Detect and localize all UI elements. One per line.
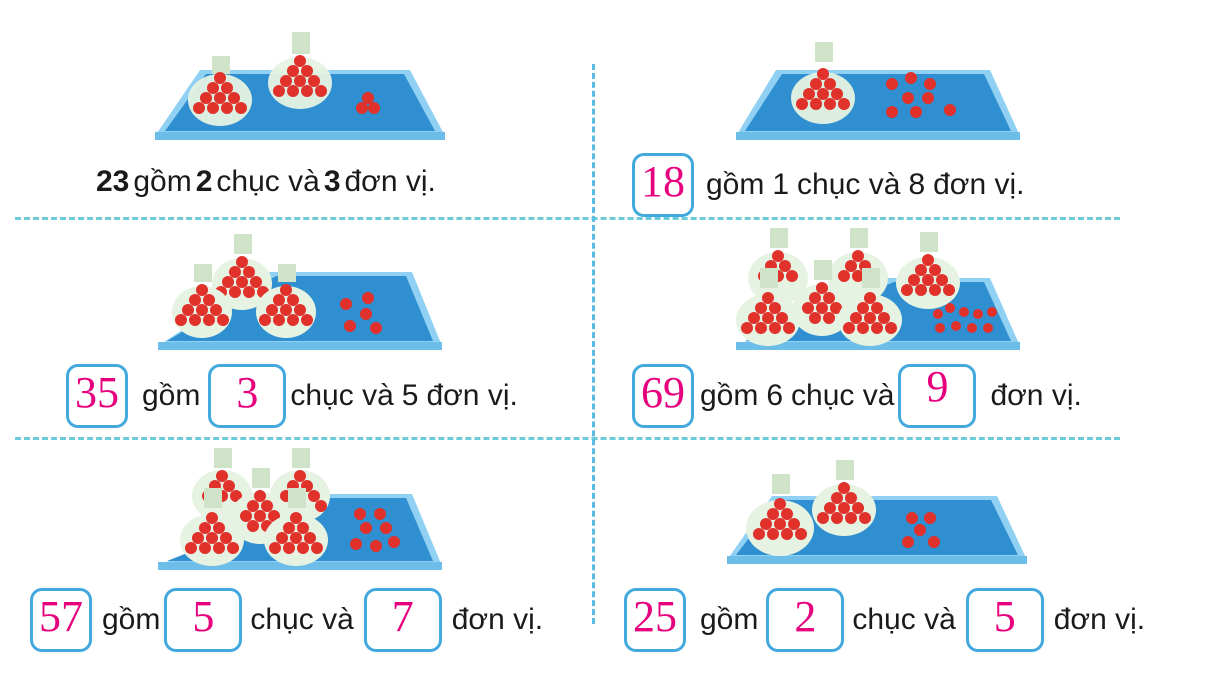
tray-illustration xyxy=(736,228,1020,350)
bag-icon xyxy=(172,264,232,338)
bag-icon xyxy=(838,268,902,346)
number-23: 23 xyxy=(96,165,130,198)
tray-illustration xyxy=(155,32,445,140)
word-don-vi: đơn vị. xyxy=(451,603,544,636)
bag-icon xyxy=(791,42,855,124)
answer-box-ones[interactable]: 5 xyxy=(965,588,1044,652)
ones-value: 3 xyxy=(323,165,341,198)
loose-tomatoes-icon xyxy=(356,92,380,114)
answer-ones: 9 xyxy=(926,361,949,411)
answer-box-ones[interactable]: 9 xyxy=(898,361,977,428)
answer-ones: 5 xyxy=(993,591,1016,641)
bag-icon xyxy=(188,56,252,126)
word-don-vi: đơn vị. xyxy=(426,379,518,412)
bag-icon xyxy=(792,260,852,336)
ones-value: 8 xyxy=(908,168,926,201)
tray-illustration xyxy=(158,448,442,570)
word-don-vi: đơn vị. xyxy=(990,379,1082,412)
answer-number: 18 xyxy=(641,156,685,206)
word-chuc-va: chục và xyxy=(290,379,394,412)
answer-number: 25 xyxy=(633,591,677,641)
tens-value: 6 xyxy=(766,379,784,412)
bag-icon xyxy=(746,474,814,556)
word-don-vi: đơn vị. xyxy=(344,165,436,198)
tens-value: 1 xyxy=(772,168,790,201)
word-chuc-va: chục và xyxy=(852,603,956,636)
sentence-35: 35 gồm 3 chục và 5 đơn vị. xyxy=(66,364,522,428)
word-don-vi: đơn vị. xyxy=(1053,603,1146,636)
answer-box-number[interactable]: 57 xyxy=(30,588,92,652)
answer-box-number[interactable]: 18 xyxy=(632,153,694,217)
sentence-23: 23 gồm 2 chục và 3 đơn vị. xyxy=(96,165,440,199)
answer-box-number[interactable]: 69 xyxy=(632,364,694,428)
word-chuc-va: chục và xyxy=(797,168,901,201)
bag-icon xyxy=(256,264,316,338)
answer-number: 69 xyxy=(641,367,685,417)
bag-icon xyxy=(896,232,960,309)
answer-box-number[interactable]: 35 xyxy=(66,364,128,428)
answer-box-ones[interactable]: 7 xyxy=(363,588,442,652)
word-don-vi: đơn vị. xyxy=(933,168,1025,201)
loose-tomatoes-icon xyxy=(886,72,956,118)
loose-tomatoes-icon xyxy=(350,508,400,552)
bag-icon xyxy=(180,488,244,566)
word-gom: gồm xyxy=(142,379,201,412)
answer-ones: 7 xyxy=(391,591,414,641)
word-gom: gồm xyxy=(102,603,161,636)
word-gom: gồm xyxy=(700,379,759,412)
bag-icon xyxy=(264,488,328,566)
divider-horizontal-1 xyxy=(15,217,1120,220)
word-gom: gồm xyxy=(700,603,759,636)
word-chuc-va: chục và xyxy=(250,603,354,636)
divider-horizontal-2 xyxy=(15,437,1120,440)
word-gom: gồm xyxy=(133,165,192,198)
word-gom: gồm xyxy=(706,168,765,201)
sentence-57: 57 gồm 5 chục và 7 đơn vị. xyxy=(30,588,547,652)
bag-icon xyxy=(212,234,272,310)
word-chuc-va: chục và xyxy=(791,379,895,412)
tray-illustration xyxy=(736,42,1020,140)
sentence-18: 18 gồm 1 chục và 8 đơn vị. xyxy=(632,153,1029,217)
bag-icon xyxy=(828,228,888,304)
answer-tens: 5 xyxy=(192,591,215,641)
loose-tomatoes-icon xyxy=(902,512,940,548)
answer-box-tens[interactable]: 2 xyxy=(766,588,845,652)
sentence-25: 25 gồm 2 chục và 5 đơn vị. xyxy=(624,588,1149,652)
tray-illustration xyxy=(158,234,442,350)
answer-box-number[interactable]: 25 xyxy=(624,588,686,652)
answer-tens: 2 xyxy=(794,591,817,641)
sentence-69: 69 gồm 6 chục và 9 đơn vị. xyxy=(632,361,1086,428)
ones-value: 5 xyxy=(401,379,419,412)
answer-number: 35 xyxy=(75,367,119,417)
loose-tomatoes-icon xyxy=(340,292,382,334)
bag-icon xyxy=(268,32,332,109)
divider-vertical xyxy=(592,64,595,624)
tray-illustration xyxy=(727,460,1027,564)
loose-tomatoes-icon xyxy=(933,303,997,333)
answer-box-tens[interactable]: 3 xyxy=(208,364,287,428)
bag-icon xyxy=(748,228,808,304)
word-chuc-va: chục và xyxy=(216,165,320,198)
tens-value: 2 xyxy=(195,165,213,198)
answer-box-tens[interactable]: 5 xyxy=(164,588,243,652)
answer-number: 57 xyxy=(39,591,83,641)
bag-icon xyxy=(736,268,800,346)
answer-tens: 3 xyxy=(236,367,259,417)
bag-icon xyxy=(812,460,876,536)
